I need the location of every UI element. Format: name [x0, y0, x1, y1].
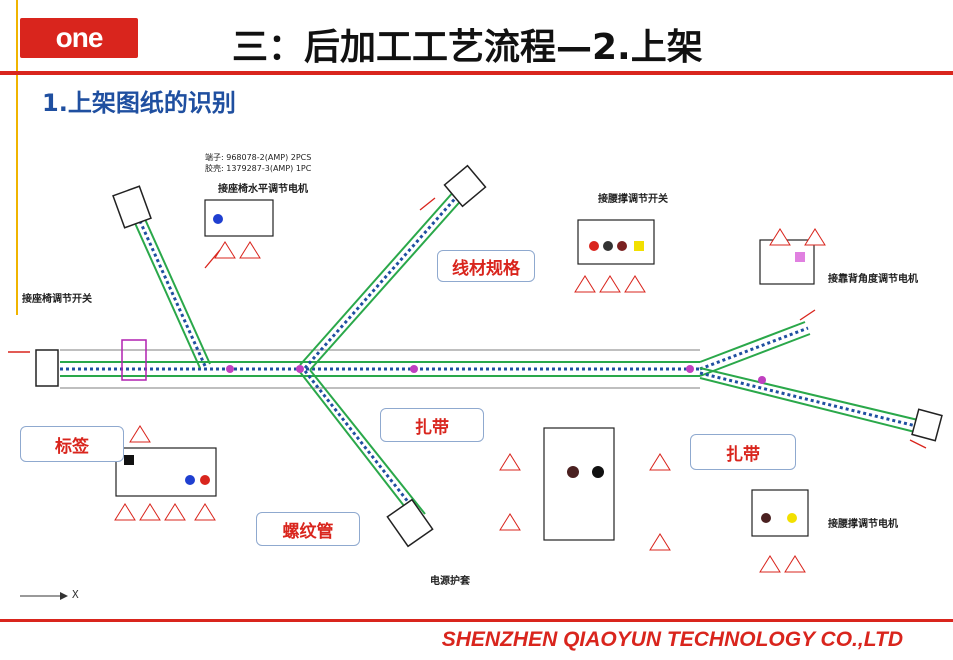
footer-divider: [0, 619, 953, 622]
header-divider: [0, 71, 953, 75]
triangle-markers: [114, 228, 826, 573]
branch-upper-left: [129, 207, 211, 369]
callout-tie-2: 扎带: [690, 434, 796, 470]
label-tilt-switch: 接腰撑调节开关: [598, 194, 668, 205]
callout-wire-spec: 线材规格: [437, 250, 535, 282]
branch-right-up: [699, 321, 811, 377]
section-subtitle: 1.上架图纸的识别: [42, 89, 236, 117]
label-cable-sheath: 电源护套: [430, 576, 470, 587]
label-seat-motor: 接座椅水平调节电机: [218, 184, 308, 195]
main-trunk: [60, 361, 700, 377]
callout-tie-1: 扎带: [380, 408, 484, 442]
logo-text: one: [55, 22, 104, 53]
label-seat-switch: 接座椅调节开关: [22, 294, 92, 305]
callout-label-tag: 标签: [20, 426, 124, 462]
harness-drawing: [8, 164, 943, 600]
branch-upper-right: [299, 189, 466, 371]
branch-lower: [299, 369, 426, 521]
branch-right-down: [699, 367, 919, 433]
left-connector: [35, 349, 59, 387]
label-box: [121, 339, 147, 381]
footer-company: SHENZHEN QIAOYUN TECHNOLOGY CO.,LTD: [441, 628, 903, 651]
axis-x-label: X: [72, 588, 79, 601]
label-lumbar-motor: 接腰撑调节电机: [828, 519, 898, 530]
company-logo: one: [20, 18, 138, 58]
yellow-accent-line: [16, 0, 18, 315]
page-title: 三：后加工工艺流程—2.上架: [232, 27, 703, 68]
callout-corrugated-tube: 螺纹管: [256, 512, 360, 546]
tie-markers: [226, 365, 766, 384]
label-back-motor: 接靠背角度调节电机: [828, 274, 918, 285]
